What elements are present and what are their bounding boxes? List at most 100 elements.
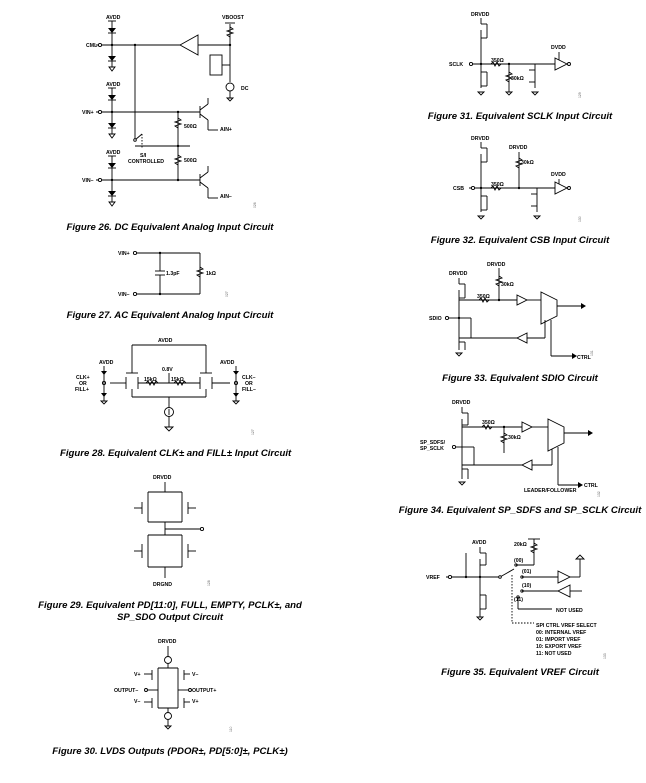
fig28-avdd-right-label: AVDD [220, 360, 235, 366]
fig31-drvdd-label: DRVDD [471, 12, 490, 18]
fig35-schematic [446, 538, 586, 624]
fig30-output-minus-label: OUTPUT– [114, 688, 138, 694]
fig31-r2-label: 30kΩ [511, 76, 524, 82]
fig32-dvdd-label: DVDD [551, 172, 566, 178]
fig30-code: 110 [229, 726, 233, 732]
fig26-vinn-label: VIN– [82, 178, 94, 184]
fig34-pin-label: SP_SCLK [420, 446, 444, 452]
fig28-fillp-label: FILL+ [75, 387, 89, 393]
fig30-vp-label: V+ [192, 699, 199, 705]
figure-26-caption: Figure 26. DC Equivalent Analog Input Ci… [66, 222, 274, 233]
fig26-cml-label: CML [86, 43, 98, 49]
fig30-output-plus-label: OUTPUT+ [192, 688, 216, 694]
figure-26-dc-analog-input-circuit: AVDD AVDD AVDD VBOOST CML VIN+ VIN– DC A… [82, 15, 257, 208]
fig35-select-11-label: (11) [514, 597, 523, 603]
fig27-code: 027 [225, 291, 229, 297]
fig30-drvdd-label: DRVDD [158, 639, 177, 645]
fig29-schematic [134, 482, 205, 578]
fig33-drvdd-label: DRVDD [449, 271, 468, 277]
fig28-filln-label: FILL– [242, 387, 256, 393]
figure-34-caption: Figure 34. Equivalent SP_SDFS and SP_SCL… [398, 505, 642, 516]
fig28-schematic [99, 344, 241, 432]
fig28-code: 127 [251, 429, 255, 435]
fig26-avdd-label: AVDD [106, 82, 121, 88]
fig34-r2-label: 30kΩ [508, 435, 521, 441]
fig26-schematic [96, 20, 235, 207]
fig29-drvdd-label: DRVDD [153, 475, 172, 481]
fig27-resistor-label: 1kΩ [206, 271, 216, 277]
fig32-drvdd-label: DRVDD [509, 145, 528, 151]
fig34-ctrl-label: CTRL [584, 483, 599, 489]
fig28-r2-label: 15kΩ [171, 377, 184, 383]
figure-35-vref-circuit: AVDD VREF 20kΩ (00) (01) (10) (11) NOT U… [426, 538, 607, 659]
fig31-schematic [468, 18, 571, 96]
fig32-csb-label: CSB [453, 186, 464, 192]
fig34-pin-label: SP_SDFS/ [420, 440, 446, 446]
fig28-clkn-label: CLK– [242, 375, 256, 381]
fig26-switch-label: CONTROLLED [128, 159, 164, 165]
fig35-select-10-label: (10) [522, 583, 531, 589]
fig31-sclk-label: SCLK [449, 62, 463, 68]
fig35-table-line: 01: IMPORT VREF [536, 637, 580, 643]
figure-27-ac-analog-input-circuit: VIN+ VIN– 1.3pF 1kΩ 027 [118, 250, 229, 298]
fig35-table-line: SPI CTRL VREF SELECT [536, 623, 598, 629]
fig35-table-line: 11: NOT USED [536, 651, 572, 657]
fig28-clkp-label: CLK+ [76, 375, 90, 381]
figure-29-caption: Figure 29. Equivalent PD[11:0], FULL, EM… [38, 600, 302, 623]
fig32-code: 130 [578, 216, 582, 222]
fig28-r1-label: 15kΩ [144, 377, 157, 383]
fig34-code: 132 [597, 491, 601, 497]
fig29-code: 128 [207, 580, 211, 586]
figure-31-sclk-input-circuit: DRVDD DVDD SCLK 350Ω 30kΩ 129 [449, 12, 582, 98]
fig34-leader-follower-label: LEADER/FOLLOWER [524, 488, 577, 494]
fig35-table-line: 00: INTERNAL VREF [536, 630, 586, 636]
fig28-avdd-top-label: AVDD [158, 338, 173, 344]
fig28-avdd-left-label: AVDD [99, 360, 114, 366]
fig26-ainp-label: AIN+ [220, 127, 232, 133]
fig33-drvdd-label: DRVDD [487, 262, 506, 268]
fig26-avdd-label: AVDD [106, 15, 121, 21]
fig35-r-label: 20kΩ [514, 542, 527, 548]
fig35-table-line: 10: EXPORT VREF [536, 644, 582, 650]
fig35-code: 133 [603, 653, 607, 659]
figure-27-caption: Figure 27. AC Equivalent Analog Input Ci… [66, 310, 274, 321]
fig26-dc-label: DC [241, 86, 249, 92]
fig28-or-label: OR [245, 381, 253, 387]
fig26-switch-label: S/I [140, 153, 147, 159]
fig26-code: 026 [253, 202, 257, 208]
fig28-bias-label: 0.8V [162, 367, 173, 373]
fig27-vinn-label: VIN– [118, 292, 130, 298]
fig26-ainn-label: AIN– [220, 194, 232, 200]
fig35-not-used-label: NOT USED [556, 608, 583, 614]
fig32-r1-label: 350Ω [491, 182, 504, 188]
fig35-vref-label: VREF [426, 575, 440, 581]
fig33-sdio-label: SDIO [429, 316, 442, 322]
fig34-drvdd-label: DRVDD [452, 400, 471, 406]
fig35-select-01-label: (01) [522, 569, 531, 575]
fig26-r1-label: 500Ω [184, 124, 197, 130]
figure-30-lvds-outputs: DRVDD V+ V– V– V+ OUTPUT– OUTPUT+ 110 [114, 639, 233, 732]
figure-32-caption: Figure 32. Equivalent CSB Input Circuit [430, 235, 610, 246]
figure-28-clk-fill-input-circuit: AVDD AVDD AVDD 0.8V 15kΩ 15kΩ CLK+ OR FI… [75, 338, 256, 435]
fig26-avdd-label: AVDD [106, 150, 121, 156]
figure-30-caption: Figure 30. LVDS Outputs (PDOR±, PD[5:0]±… [52, 746, 288, 757]
fig35-avdd-label: AVDD [472, 540, 487, 546]
fig26-vboost-label: VBOOST [222, 15, 245, 21]
fig31-r1-label: 350Ω [491, 58, 504, 64]
figure-33-sdio-circuit: DRVDD DRVDD SDIO 350Ω 30kΩ CTRL 131 [429, 262, 594, 361]
fig30-vn-label: V– [192, 672, 198, 678]
figure-31-caption: Figure 31. Equivalent SCLK Input Circuit [427, 111, 613, 122]
fig35-select-00-label: (00) [514, 558, 523, 564]
fig30-vp-label: V+ [134, 672, 141, 678]
fig31-code: 129 [578, 92, 582, 98]
figure-28-caption: Figure 28. Equivalent CLK± and FILL± Inp… [60, 448, 292, 459]
figure-32-csb-input-circuit: DRVDD DRVDD DVDD CSB 350Ω 30kΩ 130 [453, 136, 582, 222]
figure-33-caption: Figure 33. Equivalent SDIO Circuit [442, 373, 598, 384]
fig34-r1-label: 350Ω [482, 420, 495, 426]
fig27-vinp-label: VIN+ [118, 251, 130, 257]
fig28-or-label: OR [79, 381, 87, 387]
fig33-r2-label: 30kΩ [501, 282, 514, 288]
figure-34-sp-sdfs-sclk-circuit: DRVDD SP_SDFS/ SP_SCLK 350Ω 30kΩ CTRL LE… [420, 400, 601, 497]
fig27-schematic [132, 250, 205, 297]
fig26-r2-label: 500Ω [184, 158, 197, 164]
